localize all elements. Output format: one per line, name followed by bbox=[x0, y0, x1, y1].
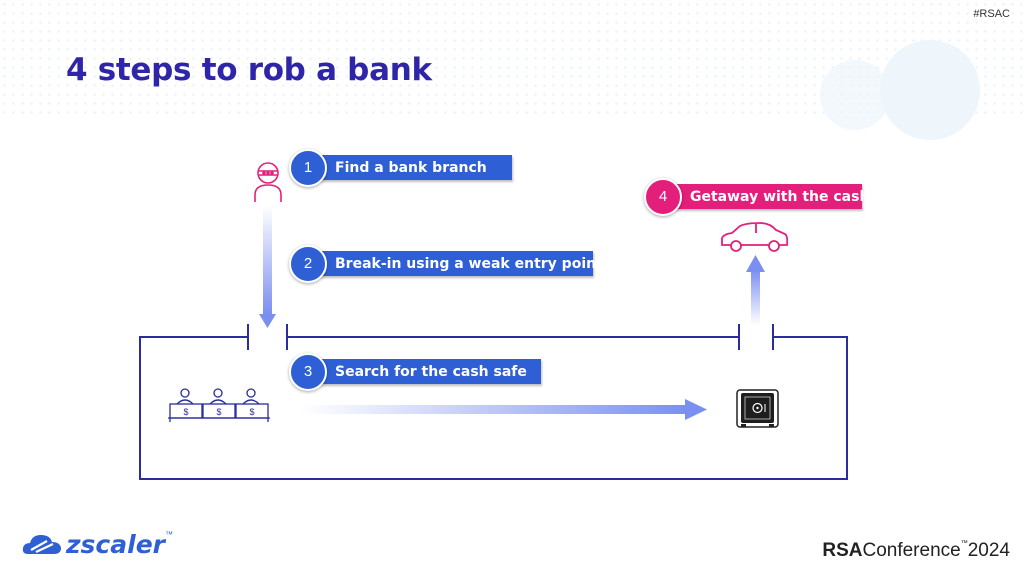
safe-icon bbox=[736, 389, 779, 428]
bank-tellers-icon bbox=[168, 388, 270, 422]
step-3: 3 Search for the cash safe bbox=[289, 352, 541, 391]
arrow-up bbox=[746, 255, 765, 325]
rsa-year: 2024 bbox=[967, 540, 1010, 561]
zscaler-wordmark: zscaler bbox=[66, 530, 165, 559]
background-bubble bbox=[820, 60, 890, 130]
rsa-conference-logo: RSA Conference ™ 2024 bbox=[822, 540, 1010, 562]
arrow-down bbox=[259, 206, 276, 328]
teller-dollar-sign: $ bbox=[249, 407, 254, 417]
step-1-label: Find a bank branch bbox=[309, 155, 512, 180]
bank-building-outline bbox=[139, 324, 848, 480]
zscaler-trademark: ™ bbox=[164, 530, 173, 539]
background-bubble bbox=[880, 40, 980, 140]
zscaler-cloud-icon bbox=[22, 534, 61, 554]
rsa-wordmark: RSA bbox=[822, 540, 863, 561]
step-4: 4 Getaway with the cash bbox=[644, 177, 869, 216]
step-1: 1 Find a bank branch bbox=[289, 148, 512, 187]
arrow-right bbox=[302, 399, 707, 420]
rsa-conference-wordmark: Conference bbox=[862, 540, 961, 561]
rsa-trademark: ™ bbox=[960, 540, 968, 547]
step-1-number: 1 bbox=[289, 148, 327, 187]
step-4-number: 4 bbox=[644, 177, 682, 216]
hashtag: #RSAC bbox=[973, 8, 1010, 20]
step-4-label: Getaway with the cash bbox=[664, 184, 869, 209]
step-3-number: 3 bbox=[289, 352, 327, 391]
step-2-number: 2 bbox=[289, 244, 327, 283]
car-icon bbox=[721, 222, 789, 252]
teller-dollar-sign: $ bbox=[183, 407, 188, 417]
step-2-label: Break-in using a weak entry point bbox=[309, 251, 603, 276]
zscaler-logo: zscaler ™ bbox=[22, 530, 173, 559]
step-2: 2 Break-in using a weak entry point bbox=[289, 244, 603, 283]
slide-title: 4 steps to rob a bank bbox=[66, 52, 432, 88]
step-3-label: Search for the cash safe bbox=[309, 359, 541, 384]
robber-icon bbox=[254, 162, 282, 202]
teller-dollar-sign: $ bbox=[216, 407, 221, 417]
